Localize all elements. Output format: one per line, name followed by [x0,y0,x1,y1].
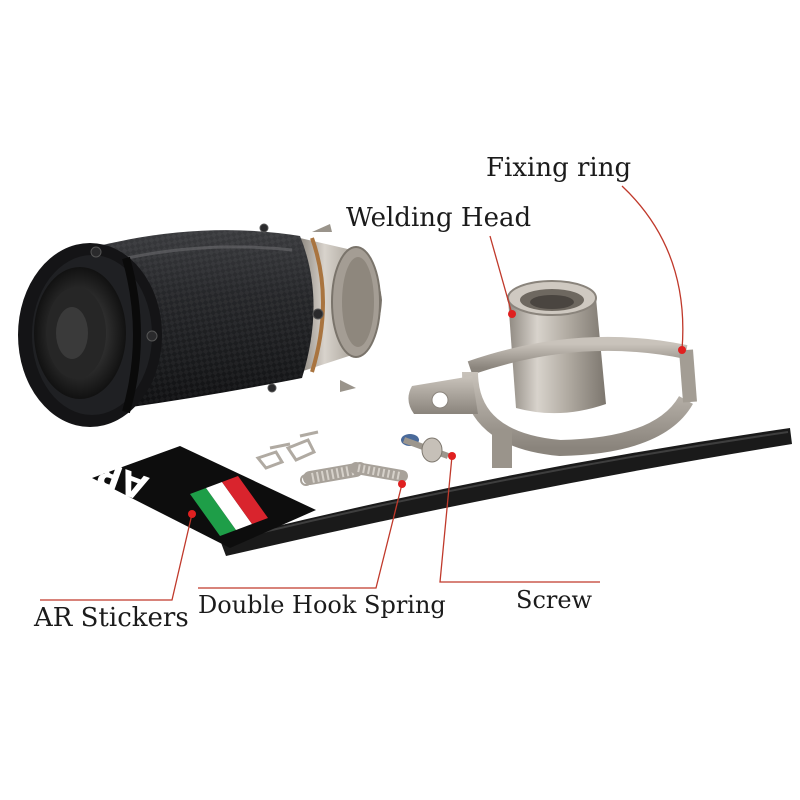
fixing-ring-label: Fixing ring [486,153,632,183]
callout-line-double-hook-spring [198,483,403,589]
bolt [267,383,277,393]
bolt [312,308,324,320]
welding-head-label: Welding Head [346,203,532,233]
fixing-ring [408,337,697,468]
callout-dot [508,310,516,318]
ar-stickers-label: AR Stickers [34,603,189,633]
double-hook-spring-label: Double Hook Spring [198,591,446,619]
muffler [18,223,382,427]
double-hook-spring [350,462,408,482]
bolt [146,330,158,342]
callout-line-fixing-ring [621,185,684,351]
callout-dot [398,480,406,488]
callout-line-welding-head [489,235,513,315]
hook-clip [255,442,291,470]
hook-clip [285,430,319,462]
screw [401,434,450,463]
callout-line-ar-stickers [40,513,193,601]
callout-line-screw [439,455,600,583]
rubber-strip [220,428,792,556]
callout-lines [40,185,684,601]
bolt [259,223,269,233]
callout-dot [188,510,196,518]
callout-dot [448,452,456,460]
screw-label: Screw [516,586,593,614]
callout-dots [188,310,686,518]
weld-seam [310,237,325,373]
bolt [90,246,102,258]
callout-dot [678,346,686,354]
